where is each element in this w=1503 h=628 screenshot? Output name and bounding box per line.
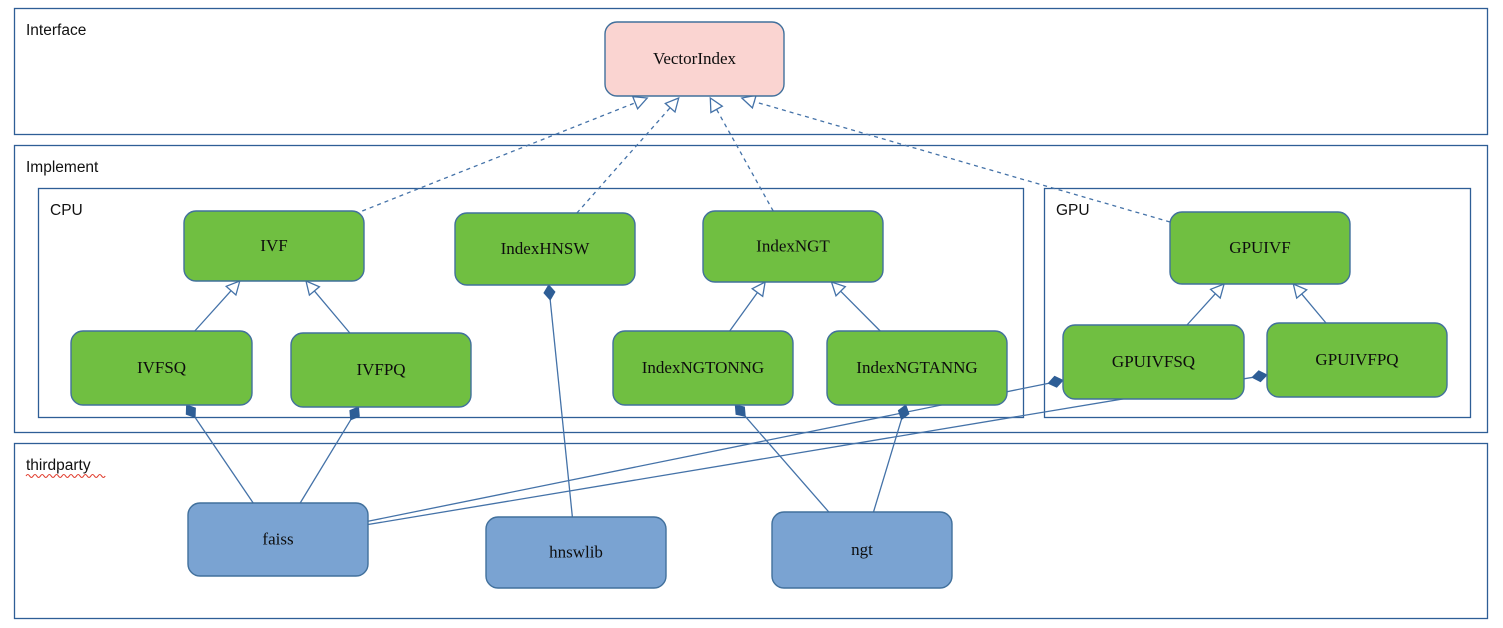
node-shape-indexngtonng[interactable] <box>612 330 794 406</box>
node-label-ivf: IVF <box>260 236 287 255</box>
edge-ngt-to-indexngtonng <box>734 404 830 513</box>
node-label-ivfpq: IVFPQ <box>356 360 405 379</box>
node-shape-vectorindex[interactable] <box>604 21 785 97</box>
node-shape-gpuivfpq[interactable] <box>1266 322 1448 398</box>
node-shape-gpuivf[interactable] <box>1169 211 1351 285</box>
node-shape-ngt[interactable] <box>771 511 953 589</box>
group-interface: Interface <box>13 7 1489 136</box>
node-label-indexngtanng: IndexNGTANNG <box>856 358 977 377</box>
node-label-faiss: faiss <box>262 529 293 548</box>
group-label-gpu: GPU <box>1056 202 1090 219</box>
node-indexngt[interactable]: IndexNGT <box>702 210 884 283</box>
node-label-gpuivfpq: GPUIVFPQ <box>1315 350 1398 369</box>
edge-indexngtonng-to-indexngt <box>729 280 766 332</box>
node-label-vectorindex: VectorIndex <box>653 49 737 68</box>
edge-ngt-to-indexngtanng <box>872 404 910 513</box>
node-ivfpq[interactable]: IVFPQ <box>290 332 472 408</box>
spellcheck-underline <box>25 473 106 479</box>
edge-faiss-to-gpuivfpq <box>367 370 1268 526</box>
node-shape-hnswlib[interactable] <box>485 516 667 589</box>
node-ivf[interactable]: IVF <box>183 210 365 282</box>
edge-gpuivf-to-vectorindex <box>740 94 1171 223</box>
node-label-hnswlib: hnswlib <box>549 542 603 561</box>
edge-ivfsq-to-ivf <box>194 279 241 332</box>
node-label-ivfsq: IVFSQ <box>137 358 186 377</box>
node-shape-ivfpq[interactable] <box>290 332 472 408</box>
edge-gpuivfpq-to-gpuivf <box>1292 282 1327 324</box>
group-label-thirdparty: thirdparty <box>26 457 91 474</box>
node-indexngtonng[interactable]: IndexNGTONNG <box>612 330 794 406</box>
edge-gpuivfsq-to-gpuivf <box>1186 282 1226 326</box>
edge-faiss-to-ivfpq <box>299 406 360 504</box>
node-gpuivfpq[interactable]: GPUIVFPQ <box>1266 322 1448 398</box>
edge-indexngt-to-vectorindex <box>709 96 774 212</box>
node-hnswlib[interactable]: hnswlib <box>485 516 667 589</box>
node-gpuivf[interactable]: GPUIVF <box>1169 211 1351 285</box>
node-label-indexhnsw: IndexHNSW <box>501 239 591 258</box>
edge-ivfpq-to-ivf <box>305 279 351 334</box>
edge-indexngtanng-to-indexngt <box>830 280 881 332</box>
node-label-indexngt: IndexNGT <box>756 236 830 255</box>
node-label-gpuivf: GPUIVF <box>1229 238 1290 257</box>
edge-faiss-to-gpuivfsq <box>367 375 1064 522</box>
group-label-implement: Implement <box>26 159 99 176</box>
edge-faiss-to-ivfsq <box>185 404 254 504</box>
node-shape-indexngt[interactable] <box>702 210 884 283</box>
group-cpu: CPU <box>37 187 1025 419</box>
node-faiss[interactable]: faiss <box>187 502 369 577</box>
node-shape-ivfsq[interactable] <box>70 330 253 406</box>
node-shape-faiss[interactable] <box>187 502 369 577</box>
node-shape-gpuivfsq[interactable] <box>1062 324 1245 400</box>
group-gpu: GPU <box>1043 187 1472 419</box>
edge-hnswlib-to-indexhnsw <box>543 284 574 518</box>
node-label-indexngtonng: IndexNGTONNG <box>642 358 764 377</box>
node-ngt[interactable]: ngt <box>771 511 953 589</box>
node-label-gpuivfsq: GPUIVFSQ <box>1112 352 1195 371</box>
node-shape-ivf[interactable] <box>183 210 365 282</box>
node-gpuivfsq[interactable]: GPUIVFSQ <box>1062 324 1245 400</box>
node-ivfsq[interactable]: IVFSQ <box>70 330 253 406</box>
node-label-ngt: ngt <box>851 540 873 559</box>
edge-ivf-to-vectorindex <box>362 95 649 212</box>
edge-indexhnsw-to-vectorindex <box>576 96 680 214</box>
node-indexngtanng[interactable]: IndexNGTANNG <box>826 330 1008 406</box>
group-implement: Implement <box>13 144 1489 434</box>
node-shape-indexhnsw[interactable] <box>454 212 636 286</box>
node-shape-indexngtanng[interactable] <box>826 330 1008 406</box>
node-vectorindex[interactable]: VectorIndex <box>604 21 785 97</box>
group-label-interface: Interface <box>26 22 86 39</box>
node-indexhnsw[interactable]: IndexHNSW <box>454 212 636 286</box>
group-label-cpu: CPU <box>50 202 83 219</box>
